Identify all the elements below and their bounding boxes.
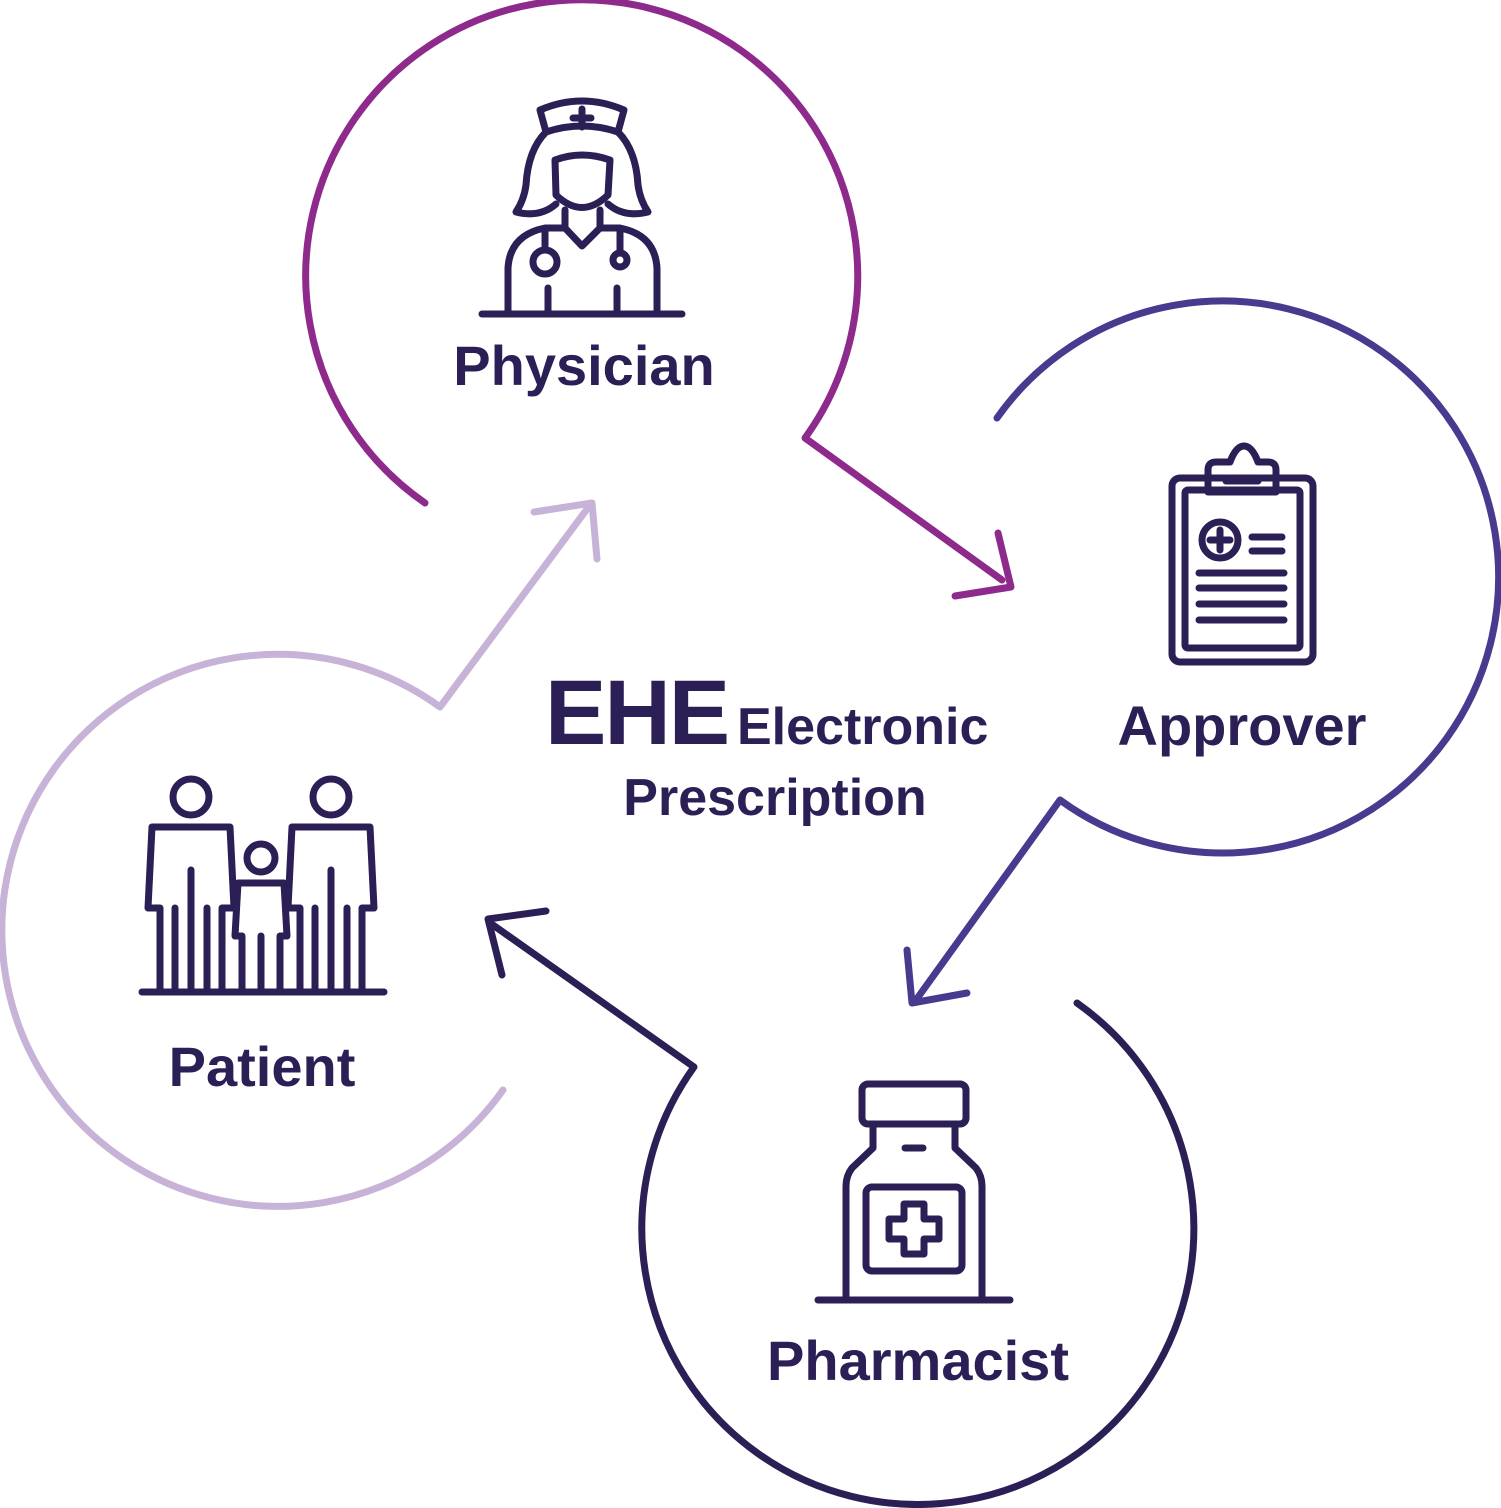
title-line2: Prescription <box>623 769 926 827</box>
patient-label: Patient <box>169 1035 356 1098</box>
nurse-icon <box>478 97 686 318</box>
physician-label: Physician <box>453 334 714 397</box>
title-line1: Electronic <box>737 698 988 756</box>
pharmacist-ring <box>484 907 1198 1508</box>
pharmacist-label: Pharmacist <box>767 1329 1069 1392</box>
approver-label: Approver <box>1118 694 1367 757</box>
approver-ring <box>903 297 1501 1007</box>
clipboard-icon <box>1168 442 1317 666</box>
physician-ring <box>302 0 1015 600</box>
patient-ring <box>0 499 601 1210</box>
family-icon <box>138 775 388 996</box>
title-abbrev: EHE <box>545 662 728 764</box>
medicine-bottle-icon <box>814 1080 1014 1304</box>
